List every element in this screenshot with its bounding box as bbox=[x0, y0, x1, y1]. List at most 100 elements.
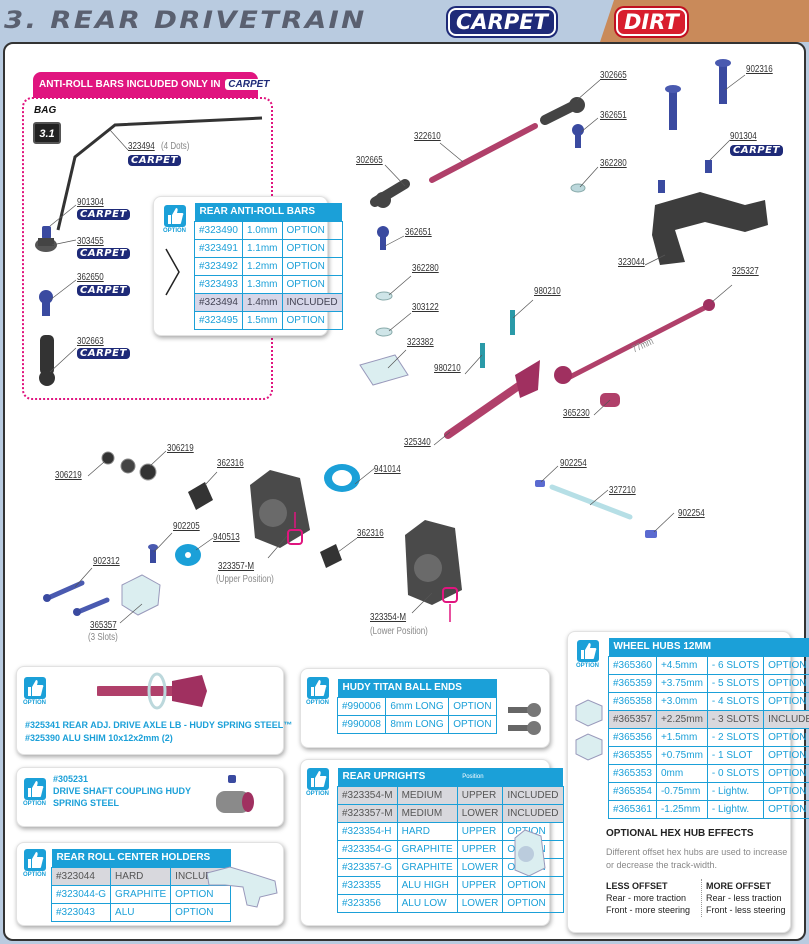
drive-axle-line1: #325341 REAR ADJ. DRIVE AXLE LB - HUDY S… bbox=[25, 720, 293, 730]
driveshaft-325327 bbox=[565, 302, 713, 381]
part-label: 306219 bbox=[167, 443, 194, 454]
hex-effects-title: OPTIONAL HEX HUB EFFECTS bbox=[606, 828, 754, 839]
hex-effects-desc: Different offset hex hubs are used to in… bbox=[606, 847, 788, 870]
part-note: (3 Slots) bbox=[88, 632, 118, 643]
carpet-tag: CARPET bbox=[730, 145, 783, 156]
option-thumb-icon bbox=[164, 205, 186, 227]
cell-position: UPPER bbox=[456, 821, 504, 841]
cell-status: OPTION bbox=[281, 310, 343, 330]
screw-902254-a bbox=[535, 480, 545, 487]
cell-status: OPTION bbox=[763, 655, 809, 675]
cell-offset: +2.25mm bbox=[655, 709, 708, 729]
cell-part: #323355 bbox=[337, 875, 398, 895]
cell-status: OPTION bbox=[763, 673, 809, 693]
roll-center-holder-323044 bbox=[652, 192, 768, 265]
less-offset-front: Front - more steering bbox=[606, 905, 691, 915]
cell-position: LOWER bbox=[456, 893, 504, 913]
part-label: 302665 bbox=[600, 70, 627, 81]
cell-slots: - 6 SLOTS bbox=[706, 655, 765, 675]
cell-slots: - 0 SLOTS bbox=[706, 763, 765, 783]
cell-status: OPTION bbox=[763, 691, 809, 711]
table-row: #323354-GGRAPHITEUPPEROPTION bbox=[337, 839, 564, 859]
cell-part: #323354-M bbox=[337, 785, 398, 805]
part-label: 302665 bbox=[356, 155, 383, 166]
cell-status: OPTION bbox=[448, 696, 497, 716]
table-title: HUDY TITAN BALL ENDS bbox=[337, 679, 497, 697]
drive-axle-card: OPTION #325341 REAR ADJ. DRIVE AXLE LB -… bbox=[16, 666, 292, 755]
anti-roll-bar-wire bbox=[56, 116, 263, 231]
screw-902205 bbox=[150, 548, 156, 563]
cell-material: HARD bbox=[110, 866, 172, 886]
less-offset-title: LESS OFFSET bbox=[606, 881, 668, 891]
cell-status: OPTION bbox=[281, 256, 343, 276]
option-label: OPTION bbox=[576, 663, 600, 669]
part-label: 365357 bbox=[90, 620, 117, 631]
part-label: 901304 bbox=[730, 131, 757, 142]
part-label: 362651 bbox=[405, 227, 432, 238]
cell-status: OPTION bbox=[763, 781, 809, 801]
pin-980210-b bbox=[480, 343, 485, 368]
part-note: (Upper Position) bbox=[216, 574, 274, 585]
antiroll-bar-shape-icon bbox=[165, 248, 180, 296]
table-title: REAR UPRIGHTS bbox=[337, 768, 458, 786]
cell-status: OPTION bbox=[763, 727, 809, 747]
cell-part: #323357-M bbox=[337, 803, 398, 823]
cell-size: 1.2mm bbox=[241, 256, 283, 276]
drive-axle-325340 bbox=[444, 381, 524, 439]
option-label: OPTION bbox=[306, 791, 330, 797]
cell-status: INCLUDED bbox=[502, 785, 564, 805]
part-label: 362316 bbox=[357, 528, 384, 539]
upright-image bbox=[514, 829, 546, 877]
cell-part: #365359 bbox=[608, 673, 657, 693]
option-thumb-icon bbox=[24, 778, 46, 800]
cell-part: #323495 bbox=[194, 310, 243, 330]
cell-slots: - 4 SLOTS bbox=[706, 691, 765, 711]
divider bbox=[701, 879, 702, 917]
part-label: 323382 bbox=[407, 337, 434, 348]
section-title: 3. REAR DRIVETRAIN bbox=[4, 6, 367, 34]
cell-status: INCLUDED bbox=[281, 292, 343, 312]
option-label: OPTION bbox=[163, 228, 187, 234]
spacer-901304 bbox=[42, 226, 51, 239]
cell-part: #990006 bbox=[336, 696, 387, 716]
banner-carpet-tag: CARPET bbox=[225, 79, 273, 90]
coupling-line3: SPRING STEEL bbox=[53, 798, 120, 808]
cell-position: LOWER bbox=[456, 803, 504, 823]
cell-material: ALU HIGH bbox=[396, 875, 458, 895]
cell-offset: 0mm bbox=[655, 763, 708, 783]
cell-position: UPPER bbox=[456, 839, 504, 859]
cell-size: 1.1mm bbox=[241, 238, 283, 258]
ballstud-362651-mid bbox=[377, 226, 389, 238]
cell-part: #323493 bbox=[194, 274, 243, 294]
table-row: #365361-1.25mm- Lightw.OPTION bbox=[608, 799, 809, 819]
part-label: 902312 bbox=[93, 556, 120, 567]
cell-part: #323044-G bbox=[50, 884, 112, 904]
carpet-tag: CARPET bbox=[77, 209, 130, 220]
cell-part: #365361 bbox=[608, 799, 657, 819]
cell-part: #323491 bbox=[194, 238, 243, 258]
cell-status: INCLUDED bbox=[502, 803, 564, 823]
cell-offset: +3.0mm bbox=[655, 691, 708, 711]
part-label: 325327 bbox=[732, 266, 759, 277]
option-thumb-icon bbox=[307, 677, 329, 699]
part-note: (Lower Position) bbox=[370, 626, 428, 637]
cell-status: OPTION bbox=[763, 799, 809, 819]
cell-size: 1.5mm bbox=[241, 310, 283, 330]
part-label: 902316 bbox=[746, 64, 773, 75]
